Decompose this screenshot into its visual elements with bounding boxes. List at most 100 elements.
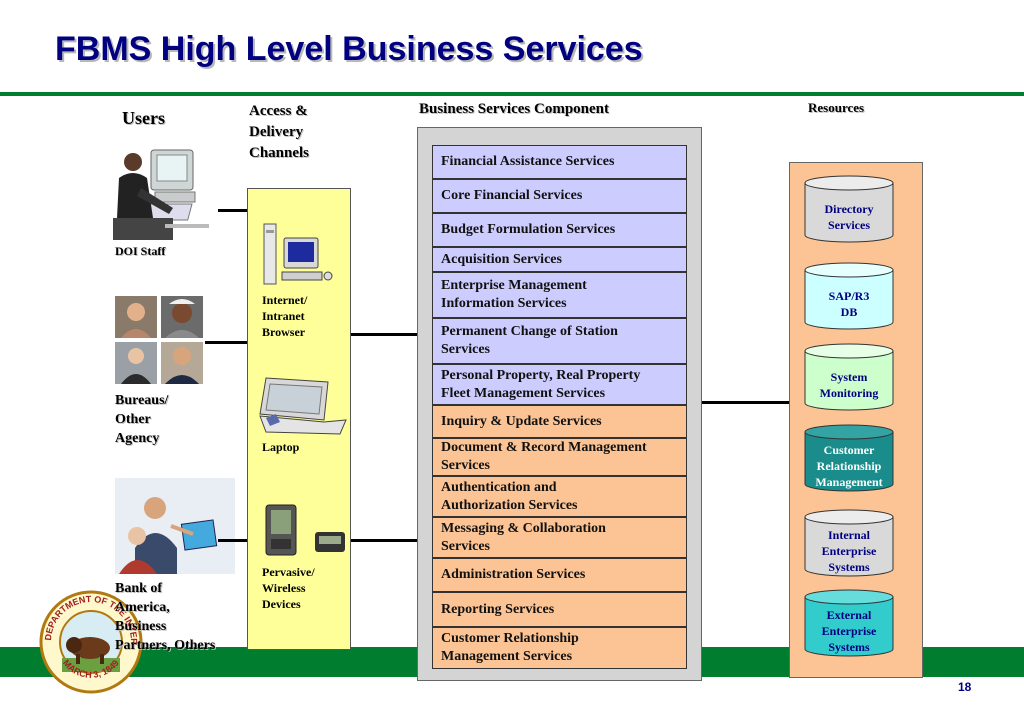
service-label-line: Permanent Change of Station	[441, 324, 618, 339]
bureaus-label: Bureaus/ Other Agency	[115, 391, 210, 448]
resource-label-line: Customer	[823, 443, 875, 457]
connector-line	[218, 539, 248, 542]
resource-label-line: Monitoring	[819, 386, 879, 400]
database-cylinder-icon	[804, 424, 894, 492]
people-photo-icon	[115, 296, 207, 391]
service-label-line: Management Services	[441, 649, 573, 664]
interior-seal-icon: U.S. DEPARTMENT OF THE INTERIOR MARCH 3,…	[34, 582, 144, 699]
service-label: Budget Formulation Services	[441, 221, 615, 239]
database-cylinder-icon	[804, 262, 894, 330]
connector-line	[351, 539, 417, 542]
database-cylinder-icon	[804, 509, 894, 577]
resource-label-line: External	[826, 608, 872, 622]
pager-icon	[314, 531, 346, 558]
service-label-line: Budget Formulation Services	[441, 222, 616, 237]
service-label: Administration Services	[441, 566, 585, 584]
business-services-heading: Business Services Component	[419, 101, 610, 117]
service-label-line: Reporting Services	[441, 601, 555, 617]
channel-label-line: Wireless	[262, 581, 306, 595]
access-channels-heading: Access & Delivery Channels	[249, 101, 349, 164]
service-label-line: Administration Services	[441, 567, 586, 582]
resource-label-line: Enterprise	[821, 624, 877, 638]
service-label-line: Authorization Services	[441, 497, 578, 513]
resource-label-line: Relationship	[816, 459, 882, 473]
channel-label-line: Devices	[262, 597, 301, 611]
service-label-line: Services	[441, 458, 490, 473]
doi-staff-label: DOI Staff	[115, 244, 166, 258]
service-label-line: Authentication and	[441, 479, 557, 495]
desktop-user-icon	[113, 148, 218, 245]
service-label-line: Document & Record Management	[441, 440, 647, 455]
channel-label-line: Pervasive/	[262, 565, 315, 579]
bureaus-label-line: Agency	[115, 431, 160, 446]
service-label: Financial Assistance Services	[441, 153, 614, 171]
service-label-line: Fleet Management Services	[441, 385, 606, 401]
bank-label-line: Bank of	[115, 581, 163, 596]
connector-line	[351, 333, 417, 336]
access-heading-line: Access &	[249, 103, 308, 119]
resource-label-line: DB	[840, 305, 858, 319]
connector-line	[702, 401, 789, 404]
page-number: 18	[958, 680, 972, 694]
pda-icon	[264, 503, 298, 562]
page-title: FBMS High Level Business Services	[55, 30, 643, 68]
database-cylinder-icon	[804, 343, 894, 411]
service-label-line: Personal Property, Real Property	[441, 367, 641, 383]
service-label: Inquiry & Update Services	[441, 413, 602, 431]
service-box: Reporting Services	[432, 592, 687, 627]
service-label: Reporting Services	[441, 601, 554, 619]
service-label-line: Inquiry & Update Services	[441, 413, 602, 429]
resource-label-line: Services	[828, 218, 870, 232]
resource-label-line: Management	[815, 475, 883, 489]
laptop-icon	[256, 376, 348, 443]
resources-heading: Resources	[808, 100, 865, 115]
resource-label-line: Directory	[824, 202, 874, 216]
service-label: Acquisition Services	[441, 251, 562, 269]
internet-channel-label: Internet/ Intranet Browser	[262, 292, 307, 340]
channel-label-line: Browser	[262, 325, 306, 339]
service-label-line: Customer Relationship	[441, 631, 579, 646]
service-label-line: Services	[441, 342, 490, 357]
laptop-channel-label: Laptop	[262, 440, 300, 454]
database-cylinder-icon	[804, 175, 894, 243]
connector-line	[218, 209, 248, 212]
bank-label: Bank of America, Business Partners, Othe…	[115, 579, 245, 655]
service-box: Budget Formulation Services	[432, 213, 687, 247]
resource-label-line: Enterprise	[821, 544, 877, 558]
resource-label-line: Internal	[828, 528, 870, 542]
channel-label-line: Internet/	[262, 293, 308, 307]
channel-label-line: Intranet	[262, 309, 305, 323]
service-box: Financial Assistance Services	[432, 145, 687, 179]
service-label-line: Services	[441, 538, 490, 554]
service-label-line: Acquisition Services	[441, 251, 562, 267]
title-divider	[0, 92, 1024, 96]
service-label-line: Core Financial Services	[441, 188, 583, 203]
service-box: Inquiry & Update Services	[432, 405, 687, 438]
bank-label-line: America,	[115, 600, 170, 615]
access-heading-line: Delivery	[249, 124, 304, 140]
service-label-line: Financial Assistance Services	[441, 154, 615, 169]
service-label-line: Information Services	[441, 296, 567, 311]
